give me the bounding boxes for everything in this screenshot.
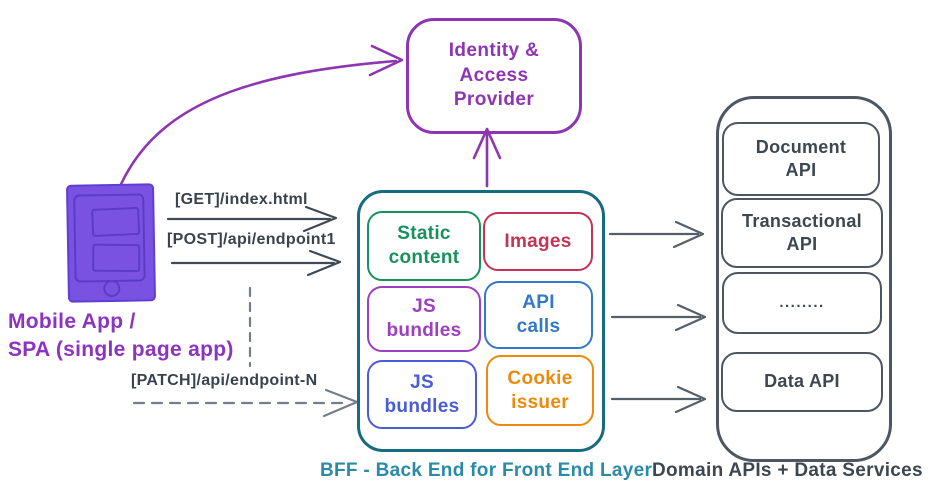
phone-screen-tile (91, 206, 141, 237)
client-to-identity-arrow (114, 59, 398, 198)
domain-apis-container-box (716, 96, 892, 462)
phone-screen-tile (92, 243, 141, 273)
service-label: ........ (779, 294, 825, 312)
service-data-api: Data API (721, 352, 883, 412)
service-label: Transactional API (742, 210, 862, 254)
service-label: Data API (764, 371, 840, 392)
patch-request-label: [PATCH]/api/endpoint-N (131, 372, 318, 389)
flow-arrow-2 (610, 303, 707, 332)
bff-cell-api-calls: API calls (484, 281, 593, 349)
bff-cell-static-content: Static content (367, 211, 481, 281)
patch-request-arrowhead-icon (322, 388, 359, 418)
service-document-api: Document API (722, 122, 880, 196)
bff-cell-label: API calls (516, 292, 561, 337)
post-request-arrow (170, 249, 342, 277)
bff-to-domain-arrows (608, 220, 707, 414)
flow-arrow-1 (608, 220, 705, 249)
domain-caption: Domain APIs + Data Services (652, 460, 923, 481)
bff-cell-cookie-issuer: Cookie issuer (486, 355, 594, 426)
bff-caption: BFF - Back End for Front End Layer (320, 460, 653, 481)
get-request-label: [GET]/index.html (175, 191, 308, 208)
post-request-label: [POST]/api/endpoint1 (167, 231, 336, 248)
client-to-identity-arrowhead-icon (368, 44, 404, 77)
bff-container-box (357, 190, 605, 452)
bff-cell-label: Static content (388, 223, 460, 268)
bff-cell-label: Images (504, 230, 572, 252)
smartphone-icon (65, 183, 157, 303)
service-label: Document API (755, 136, 847, 180)
bff-cell-js-bundles-2: JS bundles (367, 360, 477, 429)
bff-cell-label: JS bundles (384, 371, 460, 417)
flow-arrow-3 (610, 385, 707, 414)
phone-home-button-icon (103, 279, 121, 298)
service-ellipsis: ........ (722, 272, 882, 334)
service-transactional-api: Transactional API (721, 198, 883, 268)
get-request-arrow (166, 205, 338, 233)
phone-screen (73, 193, 146, 283)
client-label: Mobile App / SPA (single page app) (8, 310, 234, 361)
bff-cell-js-bundles: JS bundles (367, 286, 481, 352)
bff-cell-label: JS bundles (386, 296, 462, 341)
bff-cell-images: Images (483, 212, 593, 271)
identity-access-provider-label: Identity & Access Provider (448, 39, 540, 111)
bff-cell-label: Cookie issuer (507, 367, 573, 413)
identity-access-provider-box: Identity & Access Provider (406, 18, 582, 134)
